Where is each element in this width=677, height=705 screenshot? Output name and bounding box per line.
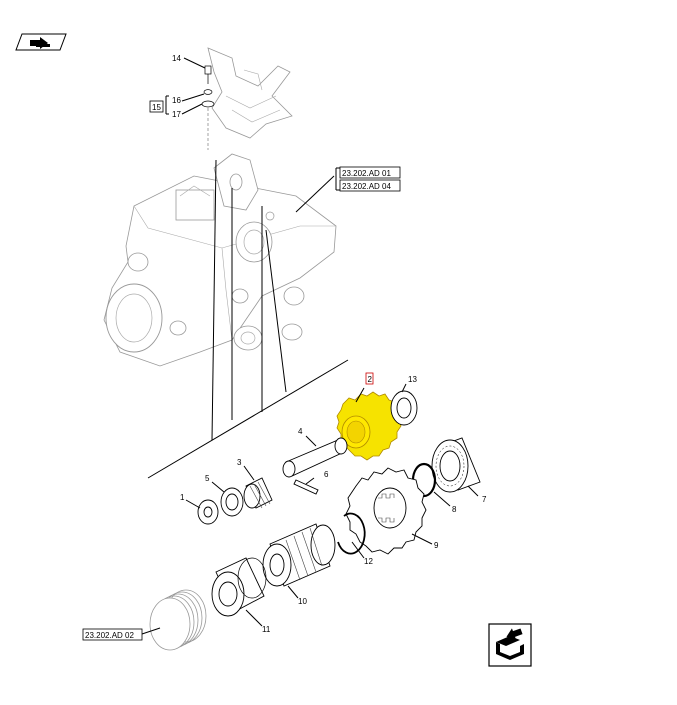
callout-15[interactable]: 15 xyxy=(149,100,164,113)
svg-text:16: 16 xyxy=(172,96,181,105)
svg-text:13: 13 xyxy=(408,375,417,384)
svg-text:2: 2 xyxy=(368,375,373,384)
callout-3[interactable]: 3 xyxy=(237,458,242,467)
circlip-part-12[interactable] xyxy=(337,512,366,555)
svg-text:11: 11 xyxy=(262,625,271,634)
transmission-housing xyxy=(103,153,337,367)
splined-hub-part-10[interactable] xyxy=(262,523,336,587)
callout-9[interactable]: 9 xyxy=(434,541,439,550)
thrust-washer-part-1[interactable] xyxy=(197,499,219,525)
clutch-pack-reference xyxy=(149,589,207,651)
hitch-bracket-assembly xyxy=(207,47,293,139)
callout-16[interactable]: 16 xyxy=(172,96,181,105)
spacer-part-5[interactable] xyxy=(220,487,244,517)
callout-13[interactable]: 13 xyxy=(408,375,417,384)
washer-part-13[interactable] xyxy=(390,390,418,426)
ball-bearing-part-7[interactable] xyxy=(431,437,481,493)
ref-box-ad04[interactable]: 23.202.AD 04 xyxy=(339,179,401,192)
callout-2[interactable]: 2 xyxy=(365,372,374,385)
svg-text:10: 10 xyxy=(298,597,307,606)
pin-part-6[interactable] xyxy=(293,479,319,495)
callout-17[interactable]: 17 xyxy=(172,110,181,119)
shaft-part-4[interactable] xyxy=(282,437,348,478)
page-prev-icon[interactable] xyxy=(15,33,67,51)
ref-box-ad02[interactable]: 23.202.AD 02 xyxy=(82,628,143,641)
callout-10[interactable]: 10 xyxy=(298,597,307,606)
housing-leader-lines xyxy=(147,159,349,479)
svg-text:14: 14 xyxy=(172,54,181,63)
gear-part-9[interactable] xyxy=(345,467,427,555)
needle-bearing-part-3[interactable] xyxy=(243,477,273,509)
svg-text:3: 3 xyxy=(237,458,242,467)
callout-12[interactable]: 12 xyxy=(364,557,373,566)
svg-text:4: 4 xyxy=(298,427,303,436)
svg-text:15: 15 xyxy=(152,103,161,112)
page-next-icon[interactable] xyxy=(488,623,532,667)
svg-text:6: 6 xyxy=(324,470,329,479)
svg-text:17: 17 xyxy=(172,110,181,119)
svg-text:1: 1 xyxy=(180,493,185,502)
svg-text:9: 9 xyxy=(434,541,439,550)
svg-text:12: 12 xyxy=(364,557,373,566)
svg-text:7: 7 xyxy=(482,495,487,504)
svg-text:23.202.AD 02: 23.202.AD 02 xyxy=(85,631,134,640)
callout-6[interactable]: 6 xyxy=(324,470,329,479)
svg-text:23.202.AD 01: 23.202.AD 01 xyxy=(342,169,391,178)
gear-part-2-highlighted[interactable] xyxy=(336,391,402,461)
callout-8[interactable]: 8 xyxy=(452,505,457,514)
coupler-part-11[interactable] xyxy=(211,557,267,617)
callout-11[interactable]: 11 xyxy=(262,625,271,634)
callout-14[interactable]: 14 xyxy=(172,54,181,63)
ref-box-ad01[interactable]: 23.202.AD 01 xyxy=(339,166,401,179)
svg-text:23.202.AD 04: 23.202.AD 04 xyxy=(342,182,391,191)
callout-4[interactable]: 4 xyxy=(298,427,303,436)
svg-text:8: 8 xyxy=(452,505,457,514)
svg-text:5: 5 xyxy=(205,474,210,483)
callout-1[interactable]: 1 xyxy=(180,493,185,502)
callout-7[interactable]: 7 xyxy=(482,495,487,504)
ref-bracket-upper xyxy=(295,167,340,213)
callout-5[interactable]: 5 xyxy=(205,474,210,483)
callout-leaders xyxy=(141,57,479,635)
